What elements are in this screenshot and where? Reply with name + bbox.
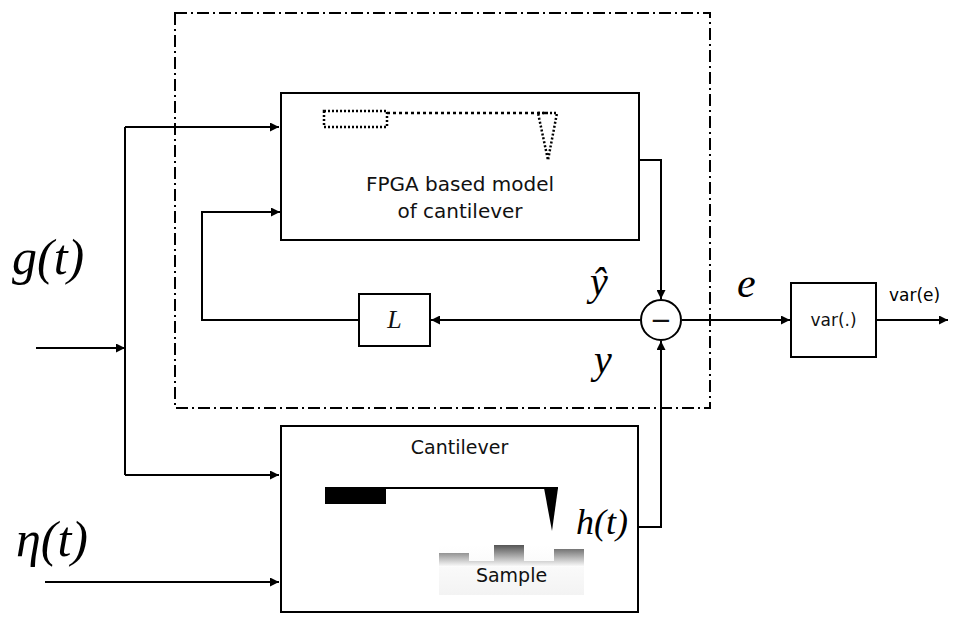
input-wire bbox=[125, 126, 279, 128]
node-text: var(.) bbox=[810, 309, 856, 332]
output-arrow bbox=[877, 319, 948, 321]
signal-arrow bbox=[640, 160, 661, 299]
signal-name: h(t) bbox=[576, 504, 628, 540]
node-text: L bbox=[387, 302, 401, 337]
node-text: FPGA based model of cantilever bbox=[355, 171, 565, 225]
signal-name: var(e) bbox=[889, 287, 940, 304]
summing-junction: − bbox=[640, 299, 682, 341]
signal-name: y bbox=[594, 340, 612, 380]
input-wire bbox=[125, 474, 279, 476]
observer-boundary bbox=[175, 13, 710, 408]
gain-box: L bbox=[358, 293, 431, 347]
signal-arrow bbox=[639, 341, 661, 527]
signal-name: η(t) bbox=[16, 514, 88, 564]
signal-name: g(t) bbox=[12, 232, 84, 282]
edge-label: e bbox=[737, 262, 756, 304]
signal-arrow bbox=[431, 319, 640, 321]
process-box: FPGA based model of cantilever bbox=[280, 92, 640, 241]
node-text: − bbox=[650, 307, 672, 333]
node-text: Sample bbox=[476, 563, 547, 589]
input-arrow bbox=[36, 347, 125, 349]
signal-name: ŷ bbox=[590, 262, 608, 302]
signal-arrow bbox=[682, 319, 790, 321]
node-text: Cantilever bbox=[411, 435, 508, 461]
noise-arrow bbox=[45, 581, 279, 583]
sample-surface: Sample bbox=[439, 545, 584, 595]
sample-steps bbox=[439, 545, 584, 567]
cantilever-model-icon bbox=[282, 94, 638, 184]
input-wire bbox=[124, 127, 126, 475]
variance-box: var(.) bbox=[790, 282, 877, 358]
